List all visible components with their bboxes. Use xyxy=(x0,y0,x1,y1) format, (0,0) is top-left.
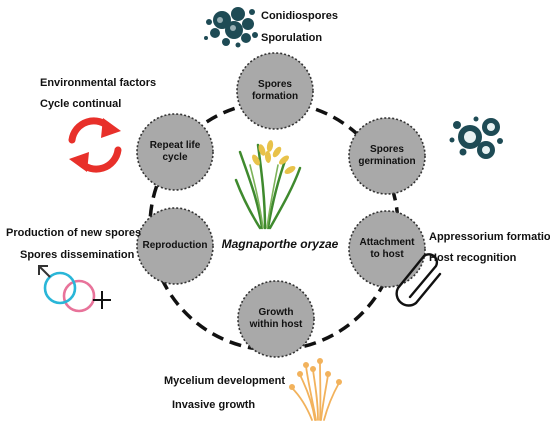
annotation-environmental-factors: Environmental factors xyxy=(40,77,157,89)
annotation-spores-dissemination: Spores dissemination xyxy=(20,249,135,261)
spore-cluster-icon xyxy=(204,7,258,48)
center-organism-label: Magnaporthe oryzae xyxy=(221,237,339,251)
male-female-symbol-icon xyxy=(38,265,111,313)
annotation-sporulation: Sporulation xyxy=(261,32,323,44)
annotation-mycelium-development: Mycelium development xyxy=(164,375,286,387)
mycelium-icon xyxy=(291,361,340,421)
annotation-invasive-growth: Invasive growth xyxy=(172,399,256,411)
node-growth-within-host xyxy=(237,280,315,358)
stage-label-spores-germination: Spores germination xyxy=(358,144,416,167)
annotation-conidiospores: Conidiospores xyxy=(261,10,339,22)
annotation-production-new-spores: Production of new spores xyxy=(6,227,142,239)
annotation-cycle-continual: Cycle continual xyxy=(40,98,122,110)
node-reproduction xyxy=(136,207,214,285)
germinating-spore-icon xyxy=(449,116,503,159)
rice-plant-icon xyxy=(234,140,302,230)
stage-label-attachment-to-host: Attachment to host xyxy=(359,237,415,260)
node-spores-germination xyxy=(348,117,426,195)
annotation-appressorium-formation: Appressorium formation xyxy=(429,231,550,243)
annotation-host-recognition: Host recognition xyxy=(429,252,517,264)
node-attachment-to-host xyxy=(348,210,426,288)
stage-nodes xyxy=(136,52,426,358)
stage-label-reproduction: Reproduction xyxy=(142,240,208,251)
node-repeat-life-cycle xyxy=(136,113,214,191)
mycelium-tips xyxy=(289,358,342,390)
recycle-arrowheads xyxy=(69,118,121,172)
stage-label-spores-formation: Spores formation xyxy=(251,79,299,102)
node-spores-formation xyxy=(236,52,314,130)
stage-label-growth-within-host: Growth within host xyxy=(249,307,303,330)
paperclip-icon xyxy=(395,253,442,307)
stage-label-repeat-life-cycle: Repeat life cycle xyxy=(149,140,201,163)
